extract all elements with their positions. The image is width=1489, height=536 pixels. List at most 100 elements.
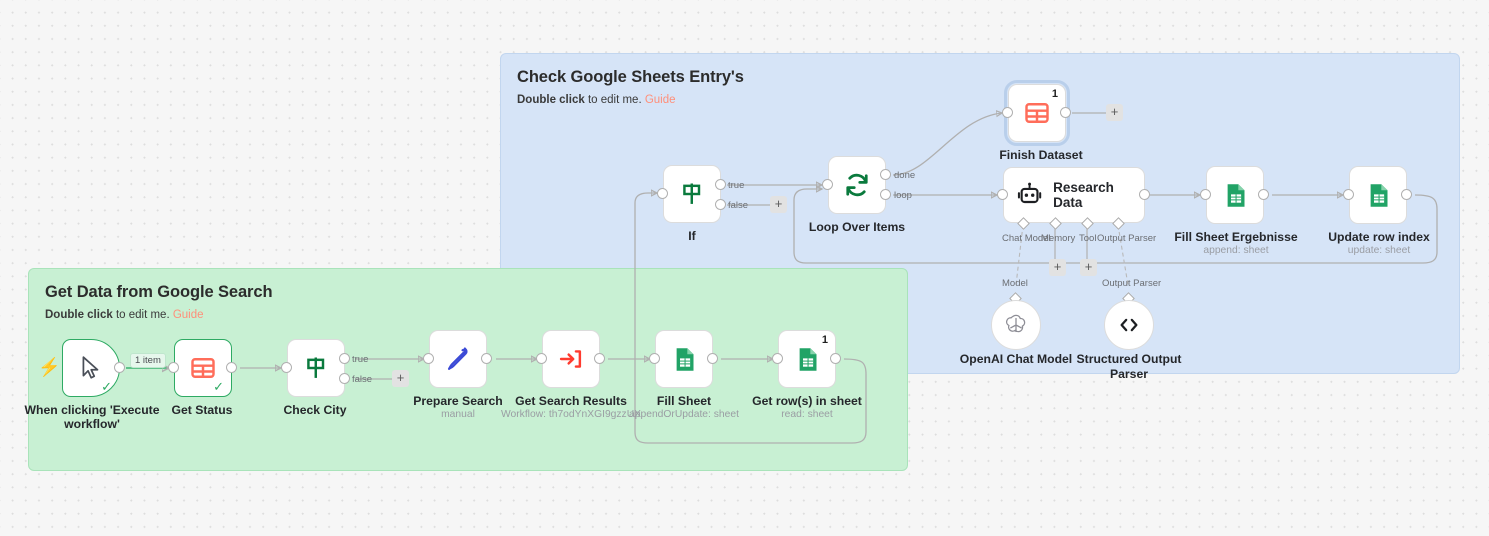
port-check-city-true[interactable] (339, 353, 350, 364)
edge-label-items-count: 1 item (130, 353, 166, 368)
node-subtitle-update-row-index: update: sheet (1347, 245, 1411, 256)
port-finish-dataset-output[interactable] (1060, 107, 1071, 118)
sticky-note-title: Get Data from Google Search (45, 283, 273, 301)
node-success-check-icon: ✓ (101, 379, 112, 394)
google-sheets-icon (799, 347, 816, 371)
port-loop-done[interactable] (880, 169, 891, 180)
node-label-check-city: Check City (283, 403, 347, 417)
sticky-note-subtitle: Double click to edit me. Guide (517, 94, 1443, 106)
node-get-rows-in-sheet[interactable]: 1 (778, 330, 836, 388)
port-get-status-output[interactable] (226, 362, 237, 373)
airtable-grid-icon (1025, 103, 1049, 123)
port-if-input[interactable] (657, 188, 668, 199)
port-research-data-output[interactable] (1139, 189, 1150, 200)
port-research-data-input[interactable] (997, 189, 1008, 200)
node-subtitle-prepare-search: manual (441, 409, 475, 420)
node-label-get-search-results: Get Search Results (515, 394, 627, 408)
node-label-openai-chat-model: OpenAI Chat Model (959, 352, 1073, 366)
node-finish-dataset[interactable]: 1 (1004, 80, 1070, 146)
port-label-if-false: false (728, 200, 749, 211)
port-fill-sheet-ergebnisse-input[interactable] (1200, 189, 1211, 200)
port-get-search-results-output[interactable] (594, 353, 605, 364)
add-node-button-if-false[interactable]: + (770, 196, 787, 213)
execute-workflow-icon (559, 350, 582, 368)
port-label-check-city-false: false (352, 374, 373, 385)
node-subtitle-fill-sheet: appendOrUpdate: sheet (629, 409, 739, 420)
port-finish-dataset-input[interactable] (1002, 107, 1013, 118)
node-openai-chat-model[interactable] (991, 300, 1041, 350)
google-sheets-icon (1227, 183, 1244, 207)
node-label-research-data: Research Data (1053, 180, 1114, 210)
cursor-icon (82, 356, 99, 379)
port-label-tool: Tool (1079, 233, 1097, 244)
node-label-finish-dataset: Finish Dataset (999, 148, 1083, 162)
node-update-row-index[interactable] (1349, 166, 1407, 224)
node-get-status[interactable]: ✓ (174, 339, 232, 397)
port-label-check-city-true: true (352, 354, 369, 365)
node-check-city[interactable] (287, 339, 345, 397)
node-label-if: If (688, 229, 696, 243)
port-if-false[interactable] (715, 199, 726, 210)
node-label-fill-sheet-ergebnisse: Fill Sheet Ergebnisse (1174, 230, 1298, 244)
node-label-prepare-search: Prepare Search (413, 394, 503, 408)
node-fill-sheet-ergebnisse[interactable] (1206, 166, 1264, 224)
port-prepare-search-input[interactable] (423, 353, 434, 364)
port-label-openai-model: Model (1002, 278, 1028, 289)
code-brackets-icon (1120, 318, 1138, 332)
node-structured-output-parser[interactable] (1104, 300, 1154, 350)
add-node-button-memory[interactable]: + (1049, 259, 1066, 276)
node-label-trigger: When clicking 'Execute workflow' (24, 403, 160, 432)
node-fill-sheet[interactable] (655, 330, 713, 388)
port-fill-sheet-output[interactable] (707, 353, 718, 364)
loop-refresh-icon (846, 173, 868, 197)
sticky-note-subtitle-bold: Double click (45, 308, 113, 321)
node-success-check-icon: ✓ (213, 379, 224, 394)
node-label-fill-sheet: Fill Sheet (656, 394, 712, 408)
ai-agent-robot-icon (1017, 182, 1042, 204)
sticky-note-guide-link[interactable]: Guide (172, 308, 204, 321)
node-if[interactable] (663, 165, 721, 223)
node-subtitle-get-rows-in-sheet: read: sheet (781, 409, 833, 420)
sticky-note-title: Check Google Sheets Entry's (517, 68, 744, 86)
sticky-note-subtitle-bold: Double click (517, 93, 585, 106)
node-subtitle-get-search-results: Workflow: th7odYnXGI9gzzUX (500, 409, 642, 420)
trigger-bolt-icon: ⚡ (38, 357, 61, 377)
airtable-grid-icon (191, 358, 215, 378)
port-loop-loop[interactable] (880, 189, 891, 200)
google-sheets-icon (676, 347, 693, 371)
add-node-button-tool[interactable]: + (1080, 259, 1097, 276)
port-fill-sheet-ergebnisse-output[interactable] (1258, 189, 1269, 200)
node-loop-over-items[interactable] (828, 156, 886, 214)
port-label-loop-done: done (894, 170, 916, 181)
node-prepare-search[interactable] (429, 330, 487, 388)
add-node-button-finish-dataset[interactable]: + (1106, 104, 1123, 121)
port-loop-input[interactable] (822, 179, 833, 190)
node-label-get-status: Get Status (171, 403, 233, 417)
port-fill-sheet-input[interactable] (649, 353, 660, 364)
port-update-row-index-output[interactable] (1401, 189, 1412, 200)
port-get-rows-output[interactable] (830, 353, 841, 364)
sticky-note-guide-link[interactable]: Guide (644, 93, 676, 106)
port-prepare-search-output[interactable] (481, 353, 492, 364)
port-get-rows-input[interactable] (772, 353, 783, 364)
node-get-search-results[interactable] (542, 330, 600, 388)
sticky-note-subtitle-rest: to edit me. (112, 308, 173, 321)
node-run-count-badge: 1 (1051, 88, 1058, 100)
node-label-structured-output-parser: Structured Output Parser (1076, 352, 1182, 381)
port-check-city-false[interactable] (339, 373, 350, 384)
sticky-note-subtitle: Double click to edit me. Guide (45, 309, 891, 321)
port-get-search-results-input[interactable] (536, 353, 547, 364)
node-research-data[interactable]: Research Data (1003, 167, 1145, 223)
port-label-memory: Memory (1041, 233, 1076, 244)
port-update-row-index-input[interactable] (1343, 189, 1354, 200)
sticky-note-subtitle-rest: to edit me. (584, 93, 645, 106)
port-trigger-output[interactable] (114, 362, 125, 373)
port-get-status-input[interactable] (168, 362, 179, 373)
edit-pen-icon (447, 347, 468, 370)
port-if-true[interactable] (715, 179, 726, 190)
add-node-button-check-city-false[interactable]: + (392, 370, 409, 387)
port-check-city-input[interactable] (281, 362, 292, 373)
node-when-clicking-execute-workflow[interactable]: ✓ (62, 339, 120, 397)
node-subtitle-fill-sheet-ergebnisse: append: sheet (1203, 245, 1269, 256)
